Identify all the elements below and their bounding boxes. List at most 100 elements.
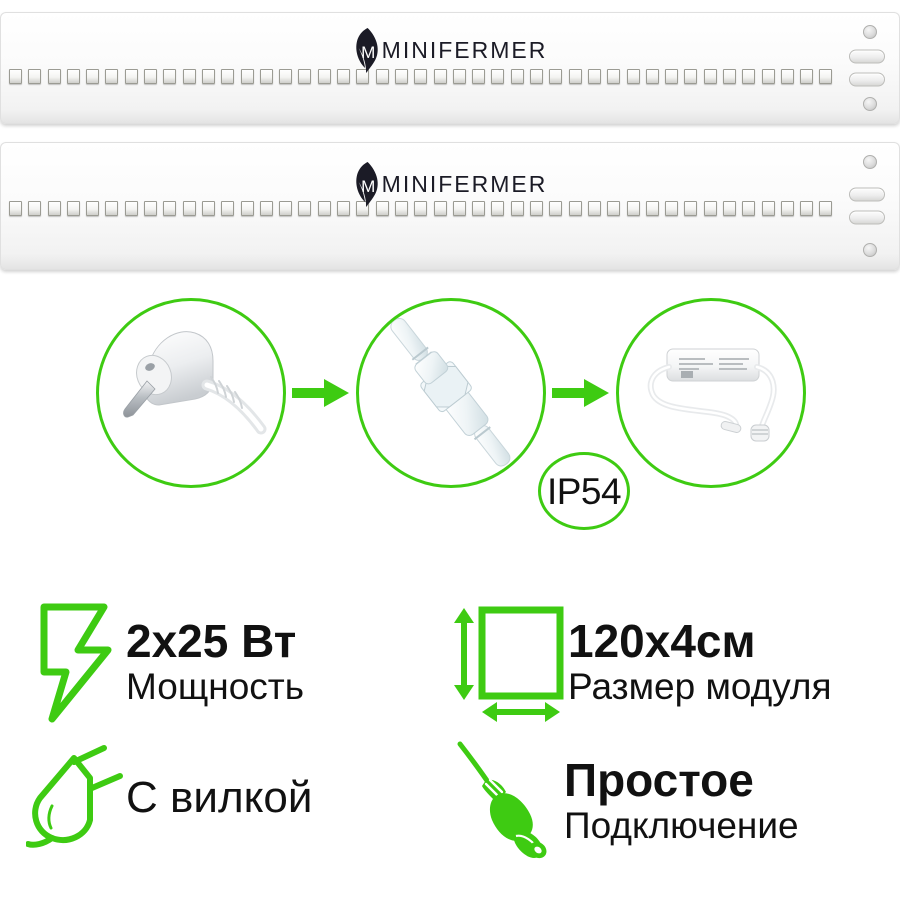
led-chip [279, 201, 293, 216]
led-chip [722, 69, 736, 84]
led-chip [394, 201, 408, 216]
led-chip [144, 201, 158, 216]
led-chip [780, 201, 794, 216]
led-chip [510, 69, 524, 84]
spec-size-label: Размер модуля [568, 666, 832, 708]
led-chip [182, 201, 196, 216]
svg-text:M: M [361, 177, 375, 196]
led-chip [665, 69, 679, 84]
led-chip [626, 69, 640, 84]
spec-power-text: 2x25 Вт Мощность [126, 615, 304, 708]
led-chip [375, 69, 389, 84]
led-chip [163, 201, 177, 216]
led-chip [124, 69, 138, 84]
led-chip [9, 201, 22, 216]
led-chip [684, 201, 698, 216]
mounting-hole [863, 25, 877, 39]
spec-power-value: 2x25 Вт [126, 615, 297, 668]
spec-size-value: 120x4см [568, 615, 756, 668]
led-chip [587, 201, 601, 216]
led-chip [722, 201, 736, 216]
spec-size: 120x4см Размер модуля [450, 602, 832, 724]
led-chip [549, 201, 563, 216]
led-chip [105, 69, 119, 84]
led-chip [66, 69, 80, 84]
brand-logo: M MINIFERMER [353, 161, 548, 207]
solder-pad [849, 210, 885, 225]
led-strip-top: M MINIFERMER [0, 12, 900, 124]
led-chip [549, 69, 563, 84]
led-chip [182, 69, 196, 84]
led-chip [703, 69, 717, 84]
led-chip [298, 69, 312, 84]
led-chip [800, 201, 814, 216]
led-chip [568, 69, 582, 84]
dc-barrel-connector-icon [452, 740, 564, 864]
spec-size-text: 120x4см Размер модуля [568, 615, 832, 708]
solder-pad [849, 72, 885, 87]
ip-rating-text: IP54 [546, 470, 622, 512]
led-chip [105, 201, 119, 216]
led-chip [259, 201, 273, 216]
led-chip [414, 69, 428, 84]
ip-rating-badge: IP54 [538, 452, 630, 530]
svg-text:M: M [361, 43, 375, 62]
connection-flow [0, 296, 900, 506]
led-chip [86, 69, 100, 84]
led-chip [28, 201, 42, 216]
led-chip [201, 201, 215, 216]
led-strip-bottom: M MINIFERMER [0, 142, 900, 270]
leaf-m-logo-icon: M [353, 27, 383, 73]
led-driver-photo [619, 301, 803, 485]
led-chip [28, 69, 42, 84]
led-chip [452, 69, 466, 84]
led-chip [703, 201, 717, 216]
led-chip [742, 201, 756, 216]
spec-connection-label: Подключение [564, 805, 799, 847]
mounting-hole [863, 243, 877, 257]
led-chip [819, 69, 833, 84]
led-chip [626, 201, 640, 216]
solder-pads [849, 187, 885, 225]
led-chip [356, 69, 370, 84]
brand-logo: M MINIFERMER [353, 27, 548, 73]
led-chip [684, 69, 698, 84]
led-chip [201, 69, 215, 84]
led-chip [47, 201, 61, 216]
led-chip [240, 201, 254, 216]
spec-connection-text: Простое Подключение [564, 757, 799, 847]
led-chip [452, 201, 466, 216]
led-chip [317, 69, 331, 84]
led-chip [163, 69, 177, 84]
module-dimensions-icon [450, 602, 568, 724]
led-chip [491, 69, 505, 84]
led-chip [530, 201, 544, 216]
flow-arrow-1 [292, 378, 350, 408]
led-chip [510, 201, 524, 216]
led-chip [337, 69, 351, 84]
led-chip [530, 69, 544, 84]
solder-pads [849, 49, 885, 87]
spec-grid: 2x25 Вт Мощность [0, 592, 900, 900]
mounting-hole [863, 97, 877, 111]
led-chip [665, 201, 679, 216]
brand-name: MINIFERMER [381, 170, 548, 197]
led-chip [433, 201, 447, 216]
led-chip [394, 69, 408, 84]
solder-pad [849, 187, 885, 202]
led-chip [375, 201, 389, 216]
led-chip [472, 69, 486, 84]
led-chip [742, 69, 756, 84]
led-chip [298, 201, 312, 216]
spec-power-label: Мощность [126, 666, 304, 708]
led-chip [66, 201, 80, 216]
led-chip [491, 201, 505, 216]
led-chip [317, 201, 331, 216]
led-chip [221, 201, 235, 216]
led-chip [144, 69, 158, 84]
leaf-m-logo-icon: M [353, 161, 383, 207]
mounting-hole [863, 155, 877, 169]
lightning-bolt-icon [26, 602, 126, 724]
led-chip [587, 69, 601, 84]
